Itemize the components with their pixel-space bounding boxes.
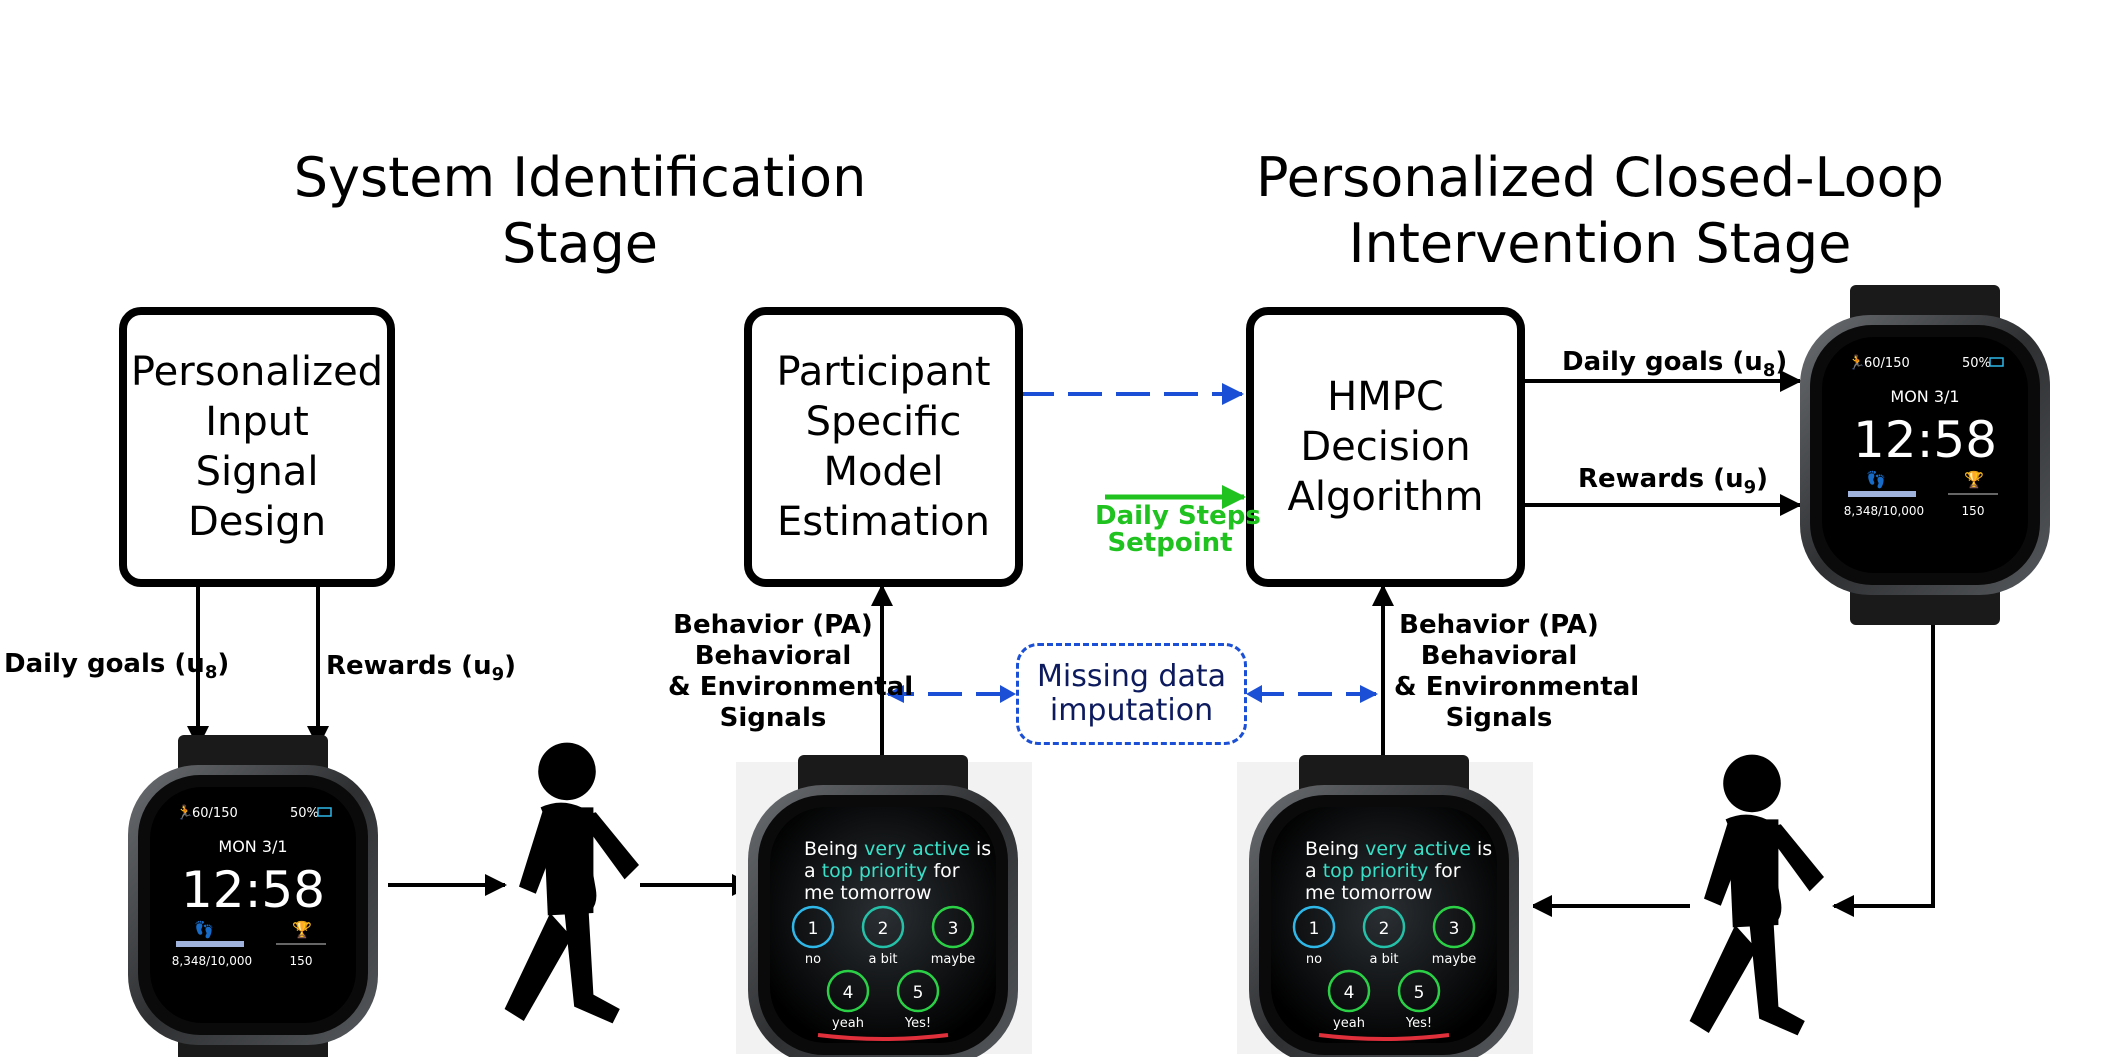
watch-battery: 50% [290,806,319,821]
walking-person-icon-right [1689,754,1824,1036]
watch-trophy-value: 150 [290,954,313,968]
watch-steps-top-icon: 🏃 [1848,354,1865,371]
walking-person-icon-left [504,742,639,1024]
survey-option-1[interactable]: 1 no [1292,905,1336,967]
survey-option-1[interactable]: 1 no [791,905,835,967]
footsteps-icon: 👣 [194,920,214,939]
label-behavior-signals-right: Behavior (PA) Behavioral & Environmental… [1394,610,1640,733]
watch-time: 12:58 [181,861,325,919]
svg-text:a top priority for: a top priority for [804,860,960,882]
trophy-divider [276,943,326,945]
watch-steps-top-icon: 🏃 [176,804,193,821]
survey-red-bar [817,1033,949,1041]
svg-text:3: 3 [948,919,959,939]
survey-option-2[interactable]: 2 a bit [861,905,905,967]
watch-date: MON 3/1 [1890,387,1959,406]
label-rewards-right: Rewards (u9) [1578,464,1768,499]
watch-steps-top: 60/150 [1864,356,1910,371]
svg-text:4: 4 [1344,983,1355,1003]
svg-text:a bit: a bit [1369,952,1398,967]
label-daily-steps-setpoint: Daily Steps Setpoint [1095,501,1261,558]
svg-text:yeah: yeah [832,1016,864,1031]
svg-text:Being very active is: Being very active is [1305,838,1492,860]
survey-option-3[interactable]: 3 maybe [931,905,976,967]
svg-text:no: no [805,952,821,967]
svg-text:no: no [1306,952,1322,967]
svg-text:3: 3 [1449,919,1460,939]
survey-option-4[interactable]: 4 yeah [826,969,870,1031]
svg-text:2: 2 [1379,919,1390,939]
trophy-icon: 🏆 [292,920,312,939]
stage-title-closed-loop: Personalized Closed-Loop Intervention St… [1256,146,1944,275]
arrow-imputation-right-head-left [1246,685,1262,703]
trophy-divider [1948,493,1998,495]
survey-red-bar [1318,1033,1450,1041]
watch-clock-left: 🏃 60/150 50% MON 3/1 12:58 👣 8,348/10,00… [128,735,378,1057]
watch-trophy-value: 150 [1962,504,1985,518]
survey-option-3[interactable]: 3 maybe [1432,905,1477,967]
label-daily-goals-right: Daily goals (u8) [1562,347,1788,382]
svg-text:a top priority for: a top priority for [1305,860,1461,882]
label-daily-goals-left: Daily goals (u8) [4,649,230,684]
svg-text:4: 4 [843,983,854,1003]
watch-steps: 8,348/10,000 [172,954,252,968]
watch-survey-left: Being very active is a top priority for … [748,755,1018,1057]
survey-line3: me tomorrow [1305,882,1432,904]
svg-text:5: 5 [913,983,924,1003]
label-rewards-left: Rewards (u9) [326,651,516,686]
battery-icon [1989,357,2004,367]
survey-option-2[interactable]: 2 a bit [1362,905,1406,967]
svg-text:5: 5 [1414,983,1425,1003]
svg-text:maybe: maybe [1432,952,1477,967]
steps-progress-bar [1848,491,1916,497]
battery-icon [317,807,332,817]
model-estimation-box: Participant Specific Model Estimation [744,307,1023,587]
watch-time: 12:58 [1853,411,1997,469]
svg-text:1: 1 [1309,919,1320,939]
watch-steps: 8,348/10,000 [1844,504,1924,518]
missing-data-imputation-box: Missing data imputation [1016,643,1247,745]
watch-clock-right: 🏃 60/150 50% MON 3/1 12:58 👣 8,348/10,00… [1800,285,2050,625]
stage-title-system-identification: System Identification Stage [293,146,867,275]
steps-progress-bar [176,941,244,947]
svg-text:Yes!: Yes! [904,1016,931,1031]
trophy-icon: 🏆 [1964,470,1984,489]
hmpc-decision-box: HMPC Decision Algorithm [1246,307,1525,587]
survey-line3: me tomorrow [804,882,931,904]
watch-battery: 50% [1962,356,1991,371]
survey-option-4[interactable]: 4 yeah [1327,969,1371,1031]
watch-steps-top: 60/150 [192,806,238,821]
watch-date: MON 3/1 [218,837,287,856]
arrow-watch-to-right-walker [1832,603,1935,917]
svg-text:yeah: yeah [1333,1016,1365,1031]
footsteps-icon: 👣 [1866,470,1886,489]
label-behavior-signals-left: Behavior (PA) Behavioral & Environmental… [668,610,914,733]
input-signal-design-box: Personalized Input Signal Design [119,307,395,587]
black-arrows [187,370,1935,917]
svg-text:maybe: maybe [931,952,976,967]
svg-text:Being very active is: Being very active is [804,838,991,860]
watch-survey-right: Being very active is a top priority for … [1249,755,1519,1057]
arrow-imputation-left-head-right [1000,685,1016,703]
svg-text:Yes!: Yes! [1405,1016,1432,1031]
svg-text:1: 1 [808,919,819,939]
svg-text:a bit: a bit [868,952,897,967]
svg-text:2: 2 [878,919,889,939]
